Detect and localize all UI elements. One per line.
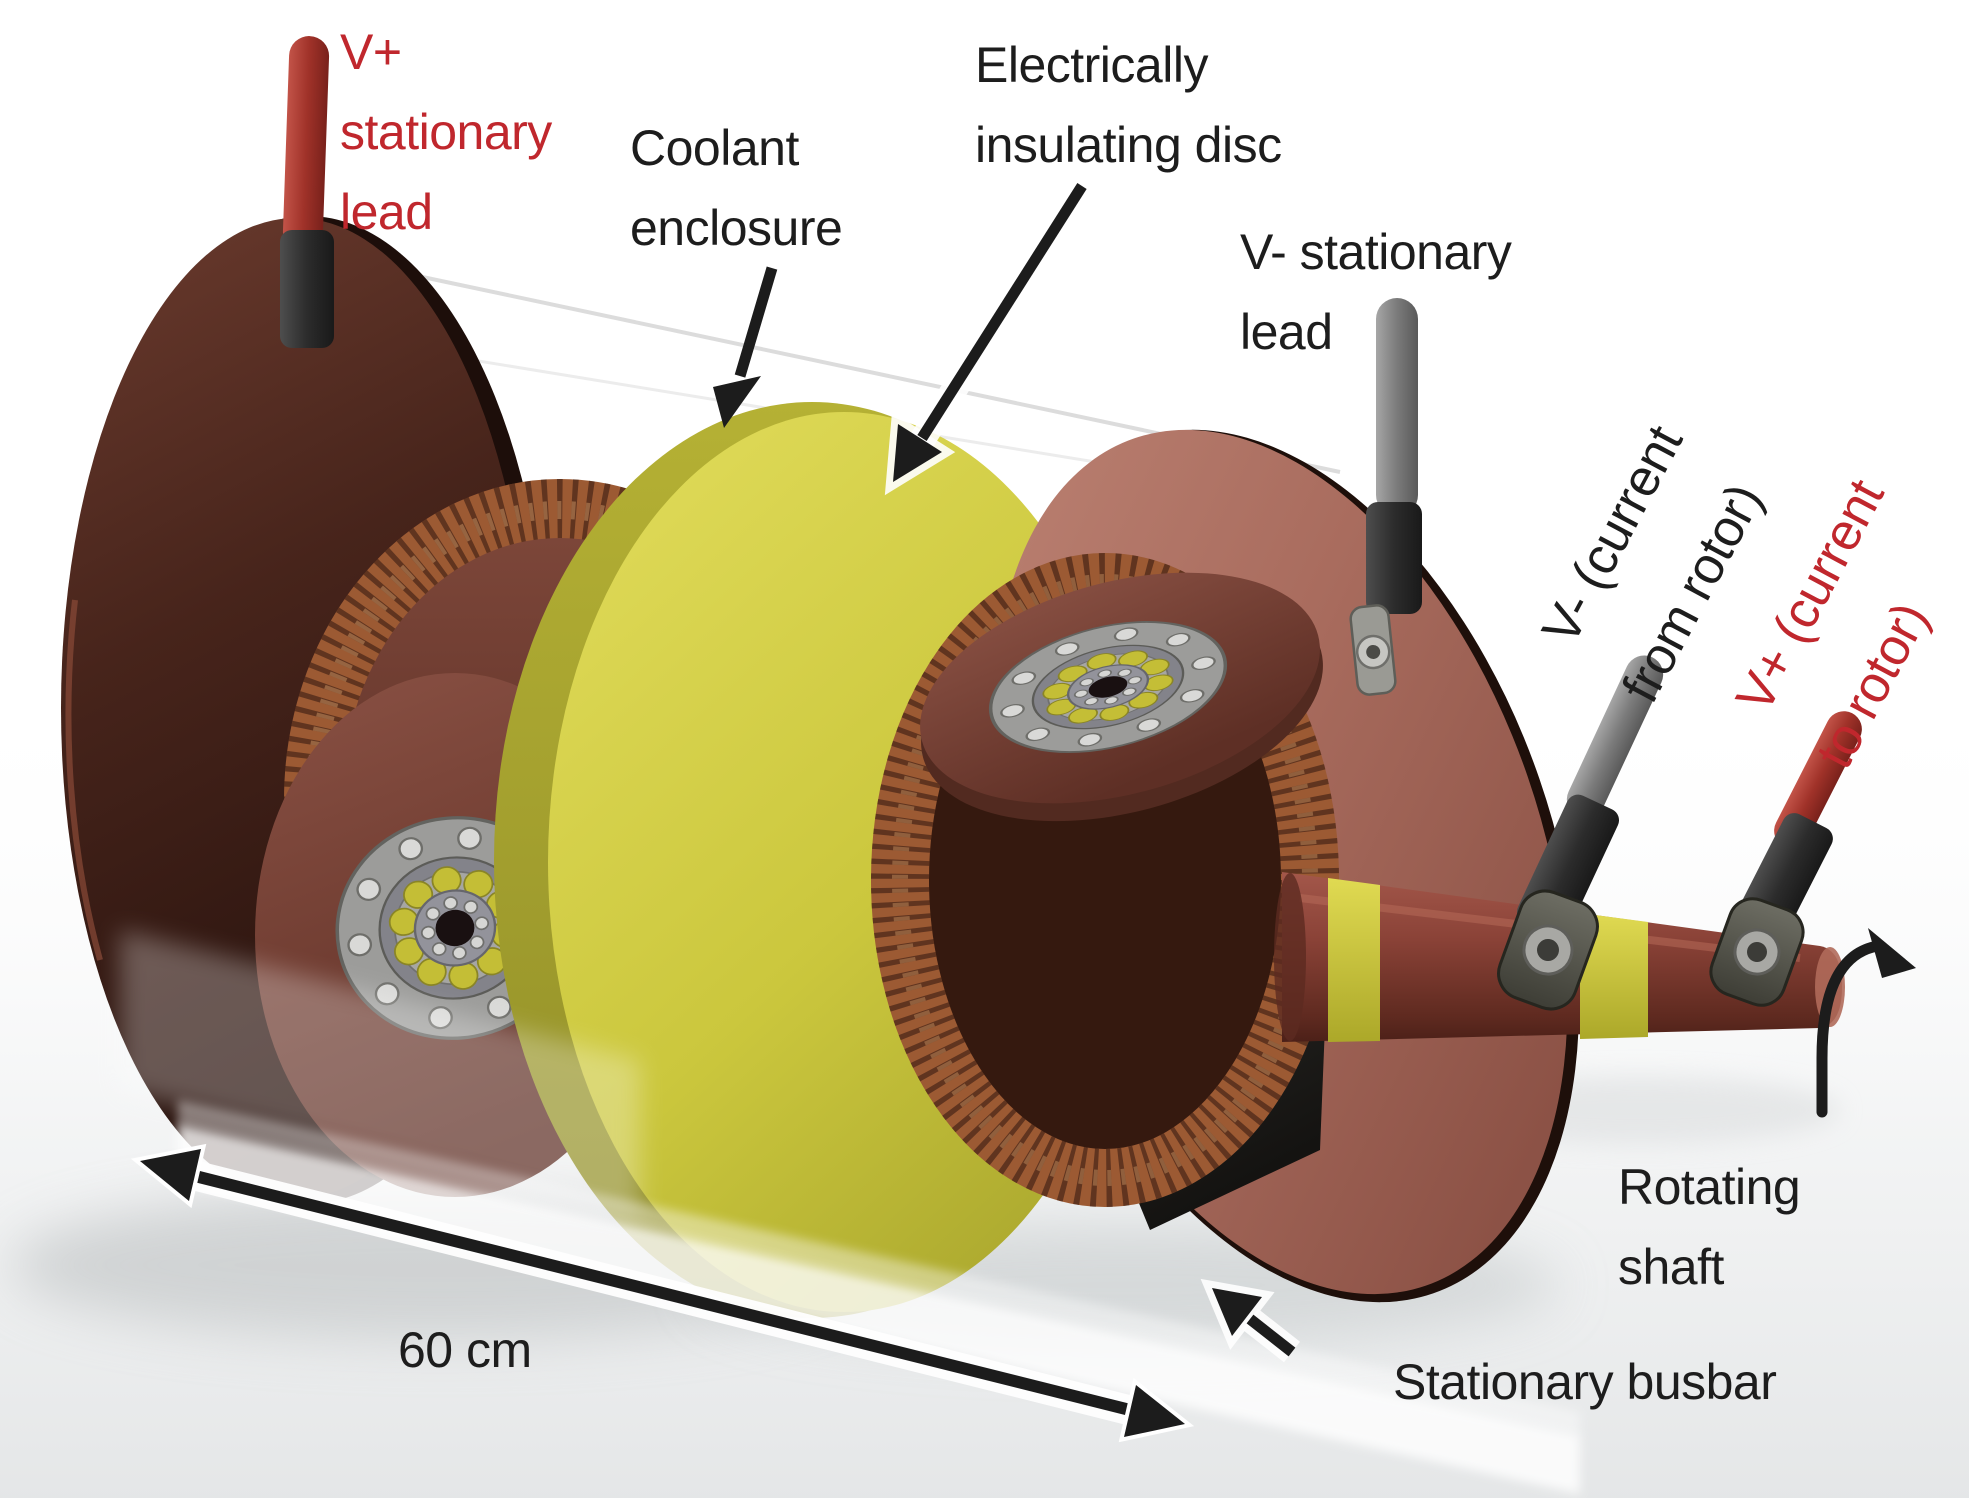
coolant-enclosure-body xyxy=(120,930,1580,1494)
rotation-arrow-icon xyxy=(1816,928,1916,1118)
v-minus-stationary-sleeve xyxy=(1366,502,1422,614)
label-line: insulating disc xyxy=(975,117,1282,173)
v-plus-stationary-sleeve xyxy=(280,230,334,348)
shaft-insulating-ring-1 xyxy=(1328,878,1380,1042)
terminal-lug-positive xyxy=(1709,897,1805,1007)
label-line: lead xyxy=(340,184,433,240)
label-line: Coolant xyxy=(630,120,799,176)
label-stationary-busbar: Stationary busbar xyxy=(1393,1354,1777,1410)
left-disc-rim-highlight xyxy=(65,599,103,961)
label-v-plus-stationary: V+ stationary lead xyxy=(340,12,552,252)
busbar-arrow-icon xyxy=(1200,1278,1301,1363)
v-minus-stationary-lead xyxy=(1349,298,1422,696)
label-line: lead xyxy=(1240,304,1333,360)
v-minus-shaft-rod xyxy=(1566,655,1664,819)
v-plus-stationary-rod xyxy=(282,36,330,252)
dimension-arrow-icon xyxy=(130,1143,1195,1443)
label-line: V- stationary xyxy=(1240,224,1512,280)
label-line: shaft xyxy=(1618,1239,1724,1295)
v-minus-shaft-lead xyxy=(1497,655,1664,1011)
coolant-arrow-icon xyxy=(713,266,778,428)
v-minus-stationary-rod xyxy=(1376,298,1418,516)
v-plus-stationary-lead xyxy=(280,36,334,348)
label-line: Rotating xyxy=(1618,1159,1801,1215)
label-rotating-shaft: Rotating shaft xyxy=(1618,1147,1801,1307)
v-plus-shaft-lead xyxy=(1709,711,1862,1007)
label-line: enclosure xyxy=(630,200,843,256)
label-dimension: 60 cm xyxy=(398,1322,532,1378)
shaft-insulating-ring-2 xyxy=(1580,913,1648,1039)
label-line: Electrically xyxy=(975,37,1208,93)
insulating-disc-arrow-icon xyxy=(884,183,1087,496)
terminal-lug-negative xyxy=(1497,889,1599,1011)
label-v-minus-stationary: V- stationary lead xyxy=(1240,212,1512,372)
label-line: stationary xyxy=(340,104,552,160)
label-coolant-enclosure: Coolant enclosure xyxy=(630,108,843,268)
label-line: V+ xyxy=(340,24,402,80)
shaft-root-shadow xyxy=(1274,873,1306,1041)
label-insulating-disc: Electrically insulating disc xyxy=(975,25,1282,185)
v-minus-stationary-tab xyxy=(1349,604,1397,696)
